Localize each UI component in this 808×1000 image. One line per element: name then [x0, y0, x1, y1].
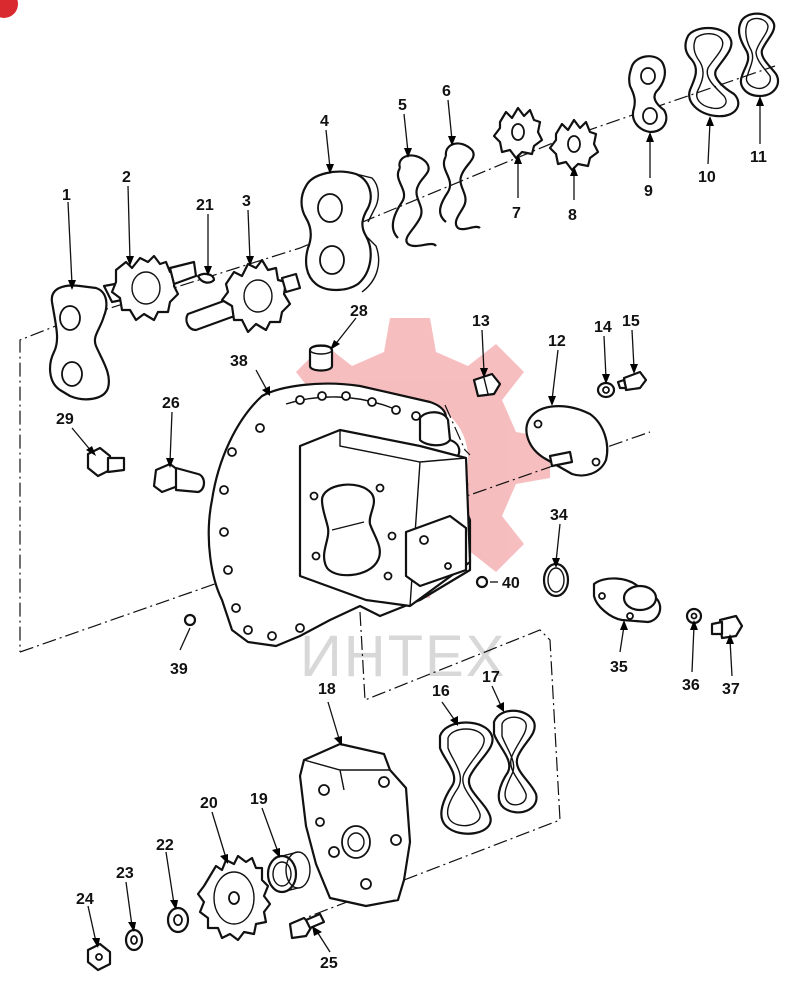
part-gear-housing-4	[300, 170, 380, 293]
part-driven-gear-shaft-3	[185, 258, 302, 334]
callout-2: 2	[122, 169, 131, 186]
callout-6: 6	[442, 83, 451, 100]
part-side-plate-1	[48, 284, 110, 401]
part-lockwasher-22	[166, 906, 190, 934]
part-gasket-11	[737, 12, 780, 98]
centerline-main	[19, 431, 651, 653]
callout-12: 12	[548, 333, 566, 350]
part-washer-36	[685, 607, 703, 625]
part-washer-23	[124, 928, 144, 952]
callout-20: 20	[200, 795, 218, 812]
callout-25: 25	[320, 955, 338, 972]
callout-22: 22	[156, 837, 174, 854]
callout-1: 1	[62, 187, 71, 204]
part-plug-28	[308, 344, 334, 372]
callout-7: 7	[512, 205, 521, 222]
part-gasket-17	[492, 709, 538, 814]
part-gasket-10	[684, 26, 740, 118]
part-cover-plate-12	[525, 405, 609, 477]
callout-34: 34	[550, 507, 568, 524]
part-oring-34	[542, 562, 570, 598]
part-nut-24	[86, 942, 112, 972]
part-oring-39	[183, 613, 197, 627]
callout-36: 36	[682, 677, 700, 694]
watermark-text: ИНТЕХ	[300, 624, 506, 689]
callout-28: 28	[350, 303, 368, 320]
callout-17: 17	[482, 669, 500, 686]
callout-8: 8	[568, 207, 577, 224]
centerline-left-loop	[19, 321, 67, 652]
callout-16: 16	[432, 683, 450, 700]
part-screw-37	[710, 614, 744, 640]
callout-29: 29	[56, 411, 74, 428]
part-thrust-plate-9	[628, 55, 668, 134]
part-valve-body-35	[592, 577, 662, 624]
callout-38: 38	[230, 353, 248, 370]
callout-15: 15	[622, 313, 640, 330]
part-washer-14	[596, 381, 616, 399]
part-oring-40	[475, 575, 489, 589]
part-gasket-16	[438, 721, 494, 835]
callout-26: 26	[162, 395, 180, 412]
callout-13: 13	[472, 313, 490, 330]
callout-24: 24	[76, 891, 94, 908]
callout-4: 4	[320, 113, 329, 130]
callout-14: 14	[594, 319, 612, 336]
callout-3: 3	[242, 193, 251, 210]
part-main-housing-38	[207, 382, 472, 648]
callout-37: 37	[722, 681, 740, 698]
part-valve-26	[152, 462, 206, 494]
callout-21: 21	[196, 197, 214, 214]
part-small-gear-8	[548, 118, 600, 172]
part-key-21	[196, 272, 216, 284]
callout-39: 39	[170, 661, 188, 678]
part-bolt-25	[288, 912, 326, 940]
part-drive-gear-shaft-2	[102, 254, 198, 322]
part-screw-15	[616, 370, 648, 392]
part-wire-seal-6	[439, 142, 481, 231]
centerline-upper	[65, 65, 776, 323]
callout-9: 9	[644, 183, 653, 200]
callout-18: 18	[318, 681, 336, 698]
callout-40: 40	[502, 575, 520, 592]
part-rear-cover-18	[298, 742, 412, 908]
callout-19: 19	[250, 791, 268, 808]
callout-11: 11	[750, 149, 767, 166]
centerline-lower	[299, 611, 561, 921]
part-fitting-29	[86, 446, 126, 478]
part-plug-13	[472, 372, 502, 398]
centerline-plate	[444, 404, 471, 456]
callout-35: 35	[610, 659, 628, 676]
callout-23: 23	[116, 865, 134, 882]
part-bearing-19	[266, 851, 311, 894]
leader-lines	[67, 96, 764, 953]
callout-10: 10	[698, 169, 716, 186]
part-wire-seal-5	[391, 154, 437, 248]
callout-5: 5	[398, 97, 407, 114]
corner-badge	[0, 0, 18, 18]
part-drive-gear-20	[196, 854, 272, 942]
part-small-gear-7	[492, 106, 544, 160]
